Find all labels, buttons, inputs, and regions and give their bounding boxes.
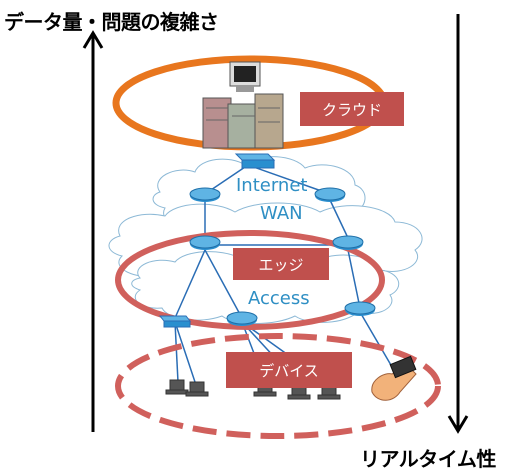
access-label: Access [248,288,310,309]
router-icon [314,187,346,202]
router-icon [344,301,376,316]
right-axis-arrow [447,14,469,434]
network-cloud-icon [108,156,423,324]
edge-tier-ring [115,230,385,330]
switch-icon [158,315,192,328]
router-icon [189,187,221,202]
switch-icon [234,153,276,169]
router-icon [332,235,364,250]
internet-label: Internet [236,175,308,196]
device-tag: デバイス [226,352,352,388]
left-axis-label: データ量・問題の複雑さ [4,10,219,34]
router-icon [189,235,221,250]
right-axis-label: リアルタイム性 [360,447,496,471]
pc-icon [165,379,341,400]
server-icon [202,61,284,149]
router-icon [226,311,258,326]
hand-device-icon [371,355,417,401]
wan-label: WAN [260,203,303,224]
left-axis-arrow [82,30,104,432]
cloud-tag: クラウド [300,92,404,126]
edge-tag: エッジ [233,248,329,280]
device-tier-ring [115,333,441,439]
